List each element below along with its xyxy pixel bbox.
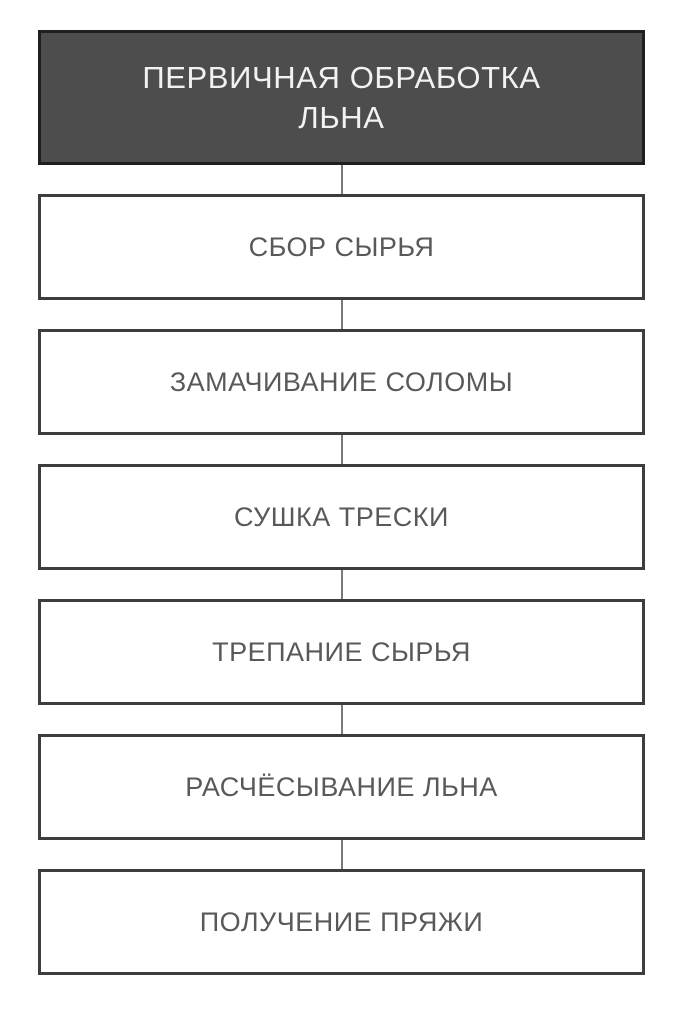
- connector-step-3-to-step-4: [38, 570, 645, 599]
- flowchart-step-label-4: ТРЕПАНИЕ СЫРЬЯ: [212, 636, 471, 667]
- flowchart-step-node-1: СБОР СЫРЬЯ: [38, 194, 645, 300]
- flowchart-header-label: ПЕРВИЧНАЯ ОБРАБОТКА ЛЬНА: [142, 59, 541, 135]
- flowchart-step-label-6: ПОЛУЧЕНИЕ ПРЯЖИ: [199, 906, 484, 937]
- connector-step-5-to-step-6: [38, 840, 645, 869]
- connector-step-4-to-step-5: [38, 705, 645, 734]
- flowchart-step-node-6: ПОЛУЧЕНИЕ ПРЯЖИ: [38, 869, 645, 975]
- flowchart-step-node-4: ТРЕПАНИЕ СЫРЬЯ: [38, 599, 645, 705]
- flowchart-step-label-5: РАСЧЁСЫВАНИЕ ЛЬНА: [185, 771, 498, 802]
- connector-step-1-to-step-2: [38, 300, 645, 329]
- flowchart-header-node: ПЕРВИЧНАЯ ОБРАБОТКА ЛЬНА: [38, 30, 645, 165]
- connector-step-2-to-step-3: [38, 435, 645, 464]
- flowchart-step-label-3: СУШКА ТРЕСКИ: [234, 501, 449, 532]
- connector-header-to-step-1: [38, 165, 645, 194]
- flowchart-step-node-5: РАСЧЁСЫВАНИЕ ЛЬНА: [38, 734, 645, 840]
- flowchart-steps: СБОР СЫРЬЯ ЗАМАЧИВАНИЕ СОЛОМЫ СУШКА ТРЕС…: [38, 194, 645, 975]
- flowchart-step-node-2: ЗАМАЧИВАНИЕ СОЛОМЫ: [38, 329, 645, 435]
- flowchart-step-node-3: СУШКА ТРЕСКИ: [38, 464, 645, 570]
- flowchart-step-label-1: СБОР СЫРЬЯ: [248, 231, 435, 262]
- flowchart-step-label-2: ЗАМАЧИВАНИЕ СОЛОМЫ: [169, 366, 514, 397]
